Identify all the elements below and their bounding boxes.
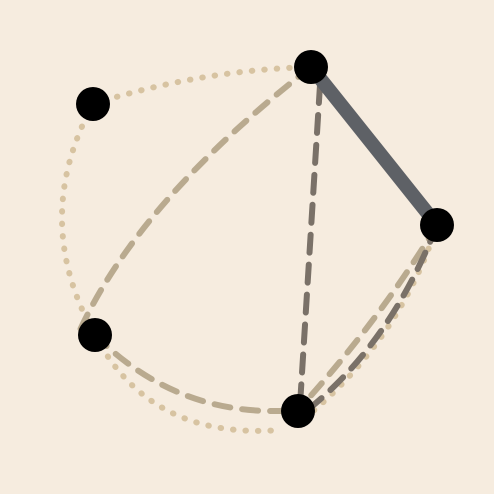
edge-n1-n2[interactable] bbox=[90, 64, 314, 107]
edges bbox=[59, 62, 443, 434]
edge-n4-n5-dark[interactable] bbox=[302, 222, 440, 415]
nodes bbox=[76, 50, 454, 428]
node-n2[interactable] bbox=[294, 50, 328, 84]
node-n5[interactable] bbox=[281, 394, 315, 428]
node-n1[interactable] bbox=[76, 87, 110, 121]
edge-n3-n5-dotted[interactable] bbox=[92, 332, 283, 434]
edge-n2-n5[interactable] bbox=[297, 82, 323, 408]
edge-n2-n4[interactable] bbox=[305, 62, 443, 230]
node-n3[interactable] bbox=[78, 318, 112, 352]
edge-n1-n3[interactable] bbox=[59, 101, 98, 338]
node-n4[interactable] bbox=[420, 208, 454, 242]
edge-n3-n5-dashed[interactable] bbox=[92, 332, 301, 415]
edge-n2-n3[interactable] bbox=[77, 64, 314, 333]
edge-n4-n5-tan[interactable] bbox=[295, 222, 440, 413]
